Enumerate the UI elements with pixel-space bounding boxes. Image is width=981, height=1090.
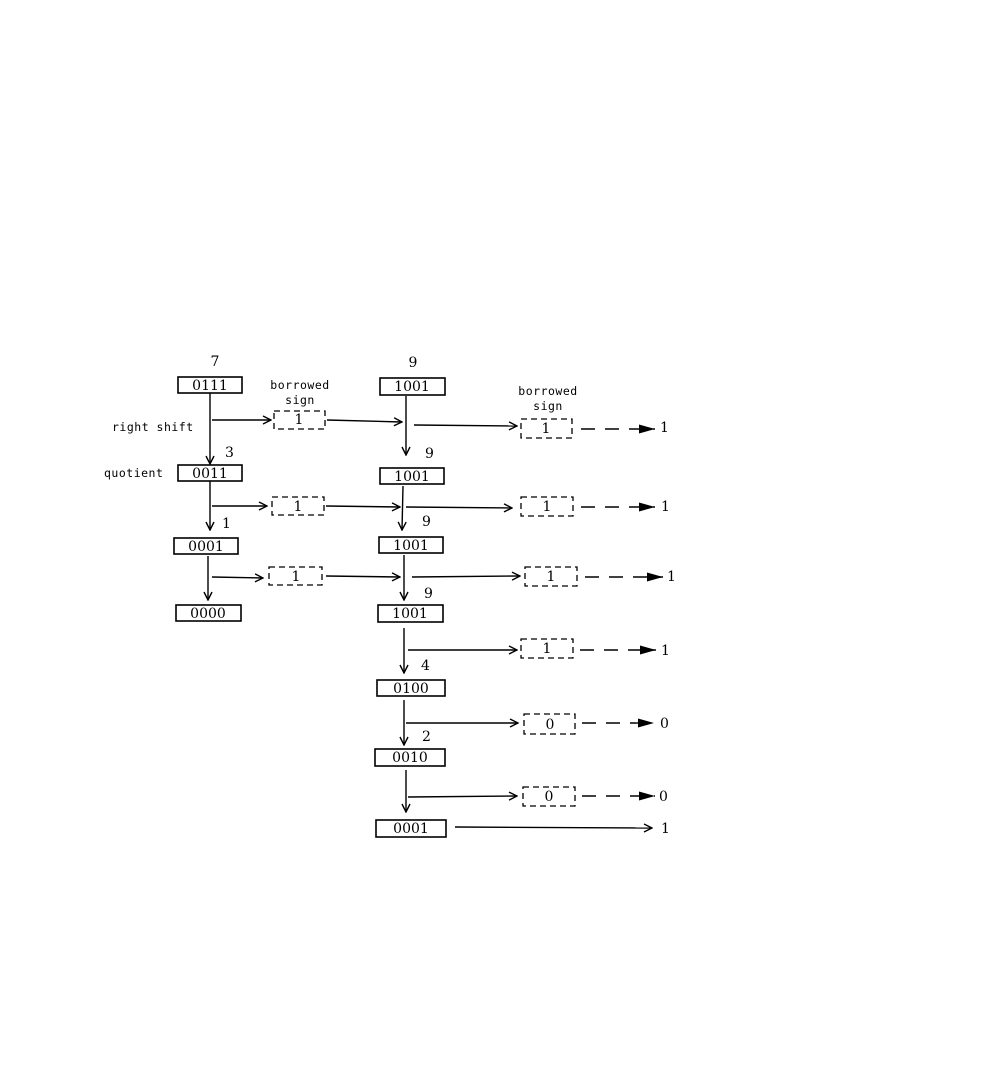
middle-register-6: 0001	[375, 819, 447, 838]
left-borrow-box-2: 1	[268, 566, 323, 586]
borrow-to-middle-arrow-2	[325, 576, 400, 577]
middle-register-0-text: 1001	[394, 379, 430, 395]
left-quotient-value-1: 1	[222, 516, 231, 532]
middle-register-3-text: 1001	[392, 606, 428, 622]
left-register-1: 0011	[177, 464, 243, 482]
left-to-borrow-arrow-2	[211, 577, 263, 578]
output-6: 1	[661, 821, 670, 837]
left-borrow-bit-2: 1	[292, 569, 301, 585]
output-2: 1	[667, 569, 676, 585]
left-register-1-text: 0011	[192, 466, 228, 482]
right-borrow-bit-3: 1	[543, 641, 552, 657]
middle-register-4-text: 0100	[393, 681, 429, 697]
middle-register-2: 1001	[378, 536, 444, 554]
middle-register-1-text: 1001	[394, 469, 430, 485]
right-borrow-box-0: 1	[520, 418, 573, 439]
borrow-to-middle-arrow-0	[326, 420, 402, 422]
right-borrow-bit-2: 1	[547, 569, 556, 585]
left-register-0: 0111	[177, 376, 243, 394]
middle-value-1: 9	[422, 514, 431, 530]
left-register-0-text: 0111	[192, 378, 228, 394]
borrowed-label-right: borrowed	[518, 384, 577, 398]
left-register-2: 0001	[173, 537, 239, 555]
middle-value-2: 9	[424, 586, 433, 602]
middle-register-0: 1001	[379, 377, 446, 396]
left-register-2-text: 0001	[188, 539, 224, 555]
right-borrow-box-5: 0	[522, 786, 576, 807]
left-borrow-box-0: 1	[273, 410, 326, 430]
right-borrow-bit-4: 0	[546, 717, 555, 733]
sign-label-right: sign	[533, 399, 563, 413]
right-borrow-bit-0: 1	[542, 421, 551, 437]
middle-to-borrow-arrow-0	[413, 425, 517, 426]
middle-to-borrow-arrow-5	[407, 796, 517, 797]
right-borrow-bit-1: 1	[543, 499, 552, 515]
borrowed-label-left: borrowed	[270, 378, 329, 392]
middle-value-4: 2	[422, 729, 431, 745]
middle-top-value: 9	[409, 355, 418, 371]
output-3: 1	[661, 643, 670, 659]
output-4: 0	[660, 716, 669, 732]
right-borrow-bit-5: 0	[545, 789, 554, 805]
middle-value-3: 4	[421, 658, 430, 674]
middle-register-5-text: 0010	[392, 750, 428, 766]
middle-register-4: 0100	[376, 679, 446, 697]
output-1: 1	[661, 499, 670, 515]
left-register-3: 0000	[175, 604, 242, 622]
right-borrow-box-3: 1	[520, 638, 574, 659]
right-borrow-box-2: 1	[524, 566, 578, 587]
middle-register-5: 0010	[374, 748, 446, 767]
right-borrow-box-4: 0	[523, 713, 576, 735]
quotient-label: quotient	[104, 466, 163, 480]
left-register-3-text: 0000	[190, 606, 226, 622]
right-borrow-box-1: 1	[520, 496, 574, 517]
output-0: 1	[660, 420, 669, 436]
borrow-to-middle-arrow-1	[325, 506, 400, 507]
left-borrow-bit-0: 1	[295, 412, 304, 428]
output-5: 0	[659, 789, 668, 805]
middle-to-borrow-arrow-2	[411, 576, 520, 577]
middle-down-arrow-1	[402, 485, 403, 530]
middle-register-6-text: 0001	[393, 821, 429, 837]
sign-label-left: sign	[285, 393, 315, 407]
left-borrow-box-1: 1	[271, 496, 325, 516]
left-quotient-value-0: 3	[225, 445, 234, 461]
left-top-value: 7	[211, 354, 220, 370]
middle-to-borrow-arrow-1	[405, 507, 512, 508]
middle-register-1: 1001	[379, 467, 445, 485]
left-borrow-bit-1: 1	[294, 499, 303, 515]
middle-register-3: 1001	[377, 604, 444, 623]
middle-value-0: 9	[425, 446, 434, 462]
right-shift-label: right shift	[112, 420, 194, 434]
final-output-arrow	[454, 827, 652, 828]
middle-register-2-text: 1001	[393, 538, 429, 554]
